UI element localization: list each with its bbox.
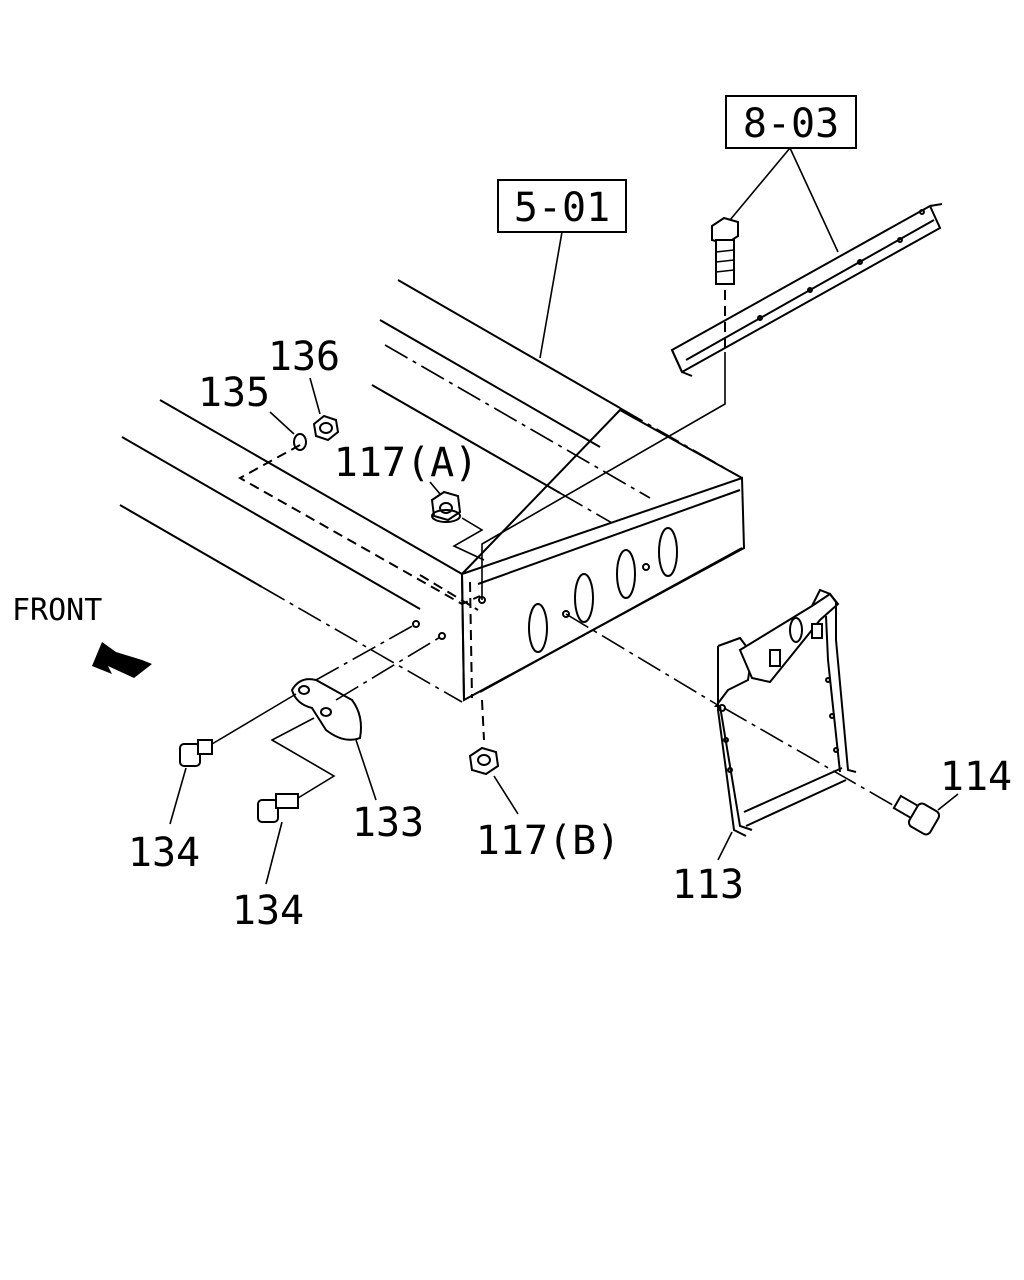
part-label-117b: 117(B): [476, 818, 621, 864]
reference-box-8-03[interactable]: 8-03: [725, 95, 857, 149]
part-134-bolt-upper[interactable]: 134: [128, 693, 297, 876]
part-label-134-upper: 134: [128, 830, 200, 876]
reference-label-5-01: 5-01: [514, 185, 610, 231]
arrow-left-icon: [92, 642, 152, 678]
leader-rail-frame: [481, 352, 726, 600]
part-label-134-lower: 134: [232, 888, 304, 934]
part-136-nut[interactable]: 136: [268, 334, 340, 442]
angle-rail: [670, 203, 943, 377]
part-114-bolt[interactable]: 114: [723, 707, 1012, 836]
rear-cross-member: [412, 408, 746, 702]
part-133-tow-hook[interactable]: 133: [290, 623, 443, 846]
reference-label-8-03: 8-03: [743, 101, 839, 147]
part-117b-flange-nut[interactable]: 117(B): [468, 699, 621, 864]
part-135-washer[interactable]: 135: [198, 370, 307, 451]
part-label-136: 136: [268, 334, 340, 380]
hidden-outline: [237, 444, 481, 611]
part-134-bolt-lower[interactable]: 134: [232, 717, 336, 934]
leader-lines-references: [539, 147, 839, 359]
front-indicator: FRONT: [12, 593, 152, 678]
rail-bolt: [711, 216, 739, 350]
part-label-133: 133: [352, 800, 424, 846]
part-113-bracket[interactable]: 113: [565, 588, 857, 908]
part-117a-flange-nut[interactable]: 117(A): [334, 440, 485, 561]
part-label-114: 114: [940, 754, 1012, 800]
part-label-135: 135: [198, 370, 270, 416]
frame-rails: [119, 279, 743, 703]
front-label: FRONT: [12, 593, 102, 628]
reference-box-5-01[interactable]: 5-01: [497, 179, 627, 233]
part-label-113: 113: [672, 862, 744, 908]
part-label-117a: 117(A): [334, 440, 479, 486]
